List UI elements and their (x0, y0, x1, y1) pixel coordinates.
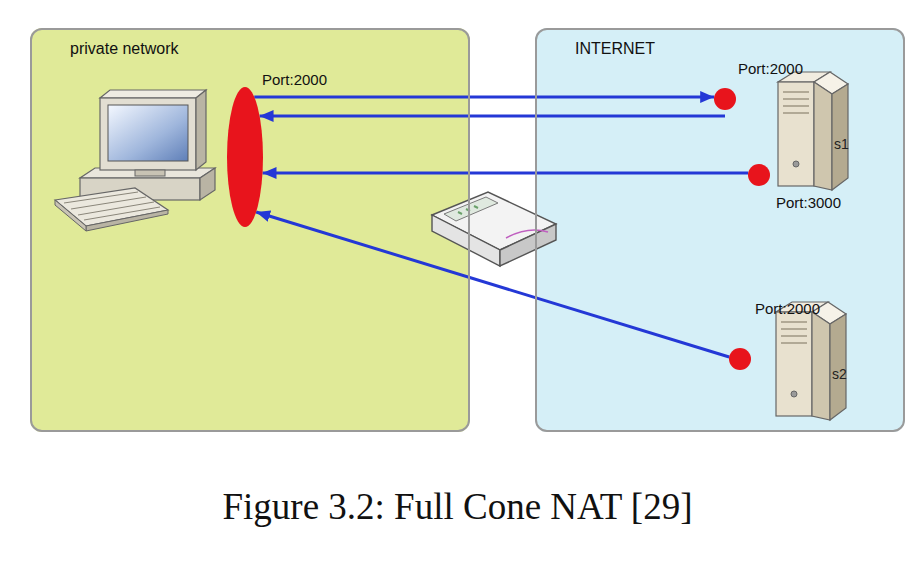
packet-arrow (254, 96, 714, 99)
port-label: Port:2000 (753, 300, 822, 317)
server-name: s1 (834, 136, 849, 152)
port-label: Port:3000 (774, 194, 843, 211)
port-label: Port:2000 (260, 71, 329, 88)
packet-arrow (263, 172, 749, 175)
server-icon (770, 68, 854, 192)
figure-caption: Figure 3.2: Full Cone NAT [29] (0, 485, 915, 528)
port-label: Port:2000 (736, 60, 805, 77)
region-title: private network (70, 40, 179, 58)
server-port: Port:2000 (729, 348, 751, 370)
internet-ground (535, 28, 905, 432)
packet-arrow (260, 115, 725, 118)
private-ground (30, 28, 470, 432)
nat-port: Port:2000 (227, 87, 263, 227)
server-s1: s1 (770, 68, 854, 192)
packet-arrow (256, 212, 729, 357)
private-network-region: private networkPort:2000 (30, 28, 470, 432)
server-port: Port:3000 (748, 164, 770, 186)
computer-icon (55, 90, 215, 231)
server-port: Port:2000 (714, 88, 736, 110)
router-icon (432, 192, 556, 266)
port-ellipse (227, 87, 263, 227)
region-title: INTERNET (575, 40, 655, 58)
server-name: s2 (832, 366, 847, 382)
internet-region: INTERNETs1Port:2000Port:3000s2Port:2000 (535, 28, 905, 432)
